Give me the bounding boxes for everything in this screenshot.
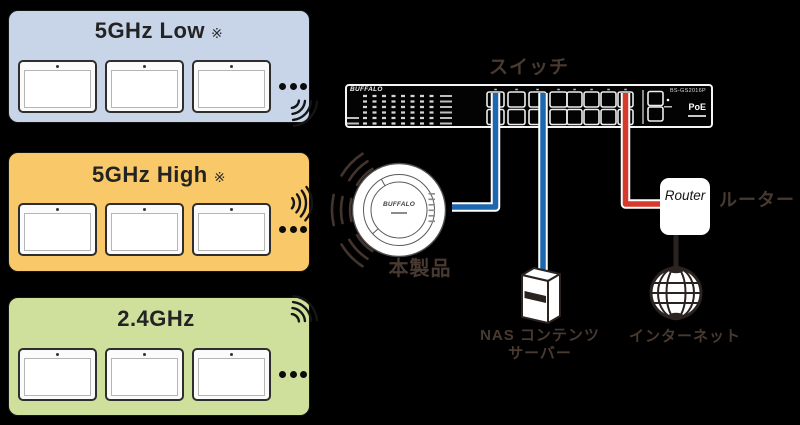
group-title: 5GHz High ※	[9, 162, 309, 190]
nas-label: NAS コンテンツ サーバー	[470, 327, 610, 362]
group-title-text: 5GHz High	[92, 162, 208, 187]
switch-port-group-2	[566, 91, 634, 126]
camera-dot	[230, 207, 233, 211]
tablet-row	[9, 60, 309, 113]
internet-label: インターネット	[628, 328, 741, 345]
client-group-5ghz-low: 5GHz Low ※	[8, 10, 310, 123]
tablet-screen	[198, 213, 265, 251]
internet-globe-icon	[649, 265, 703, 321]
camera-dot	[143, 352, 146, 356]
more-devices-ellipsis	[279, 371, 309, 378]
ap-ring-seam	[380, 179, 386, 187]
tablet-device	[18, 348, 97, 401]
ap-subtext-bar	[391, 212, 407, 214]
tablet-device	[18, 60, 97, 113]
router-label: ルーター	[719, 190, 795, 210]
camera-dot	[56, 352, 59, 356]
group-title: 2.4GHz	[9, 306, 309, 334]
tablet-screen	[111, 70, 178, 108]
camera-dot	[56, 64, 59, 68]
lan-cable-ap	[452, 93, 501, 212]
more-devices-ellipsis	[279, 83, 309, 90]
switch-poe-badge: PoE	[688, 102, 706, 112]
ap-ring-seam	[372, 228, 379, 235]
tablet-screen	[24, 213, 91, 251]
tablet-screen	[111, 213, 178, 251]
wifi-waves-icon	[338, 224, 383, 269]
tablet-device	[192, 348, 271, 401]
nas-label-line2: サーバー	[508, 344, 572, 362]
camera-dot	[230, 64, 233, 68]
switch-reset-dot	[666, 98, 670, 102]
tablet-screen	[198, 70, 265, 108]
tablet-row	[9, 348, 309, 401]
camera-dot	[230, 352, 233, 356]
tablet-device	[105, 348, 184, 401]
tablet-device	[105, 203, 184, 256]
tablet-screen	[111, 358, 178, 396]
cables	[452, 93, 666, 276]
tablet-device	[192, 203, 271, 256]
router-device-text: Router	[664, 188, 706, 203]
group-title-note: ※	[211, 25, 224, 41]
nas-illustration	[521, 267, 561, 324]
wifi-waves-icon	[330, 193, 362, 227]
tablet-device	[18, 203, 97, 256]
switch-led-labels	[347, 95, 452, 125]
more-devices-ellipsis	[279, 226, 309, 233]
ap-brand-logo: BUFFALO	[382, 201, 416, 208]
router-illustration	[660, 178, 710, 235]
wifi-waves-icon	[338, 151, 383, 196]
tablet-device	[105, 60, 184, 113]
switch-subtext-bar	[688, 115, 706, 117]
camera-dot	[56, 207, 59, 211]
switch-label: スイッチ	[488, 57, 569, 78]
switch-brand-logo: BUFFALO	[350, 86, 383, 93]
product-label: 本製品	[388, 258, 452, 280]
group-title-text: 2.4GHz	[117, 306, 195, 331]
access-point-illustration	[351, 162, 447, 258]
camera-dot	[143, 207, 146, 211]
client-group-5ghz-high: 5GHz High ※	[8, 152, 310, 272]
nas-drive-stripe	[524, 291, 546, 303]
tablet-screen	[24, 358, 91, 396]
group-title-text: 5GHz Low	[94, 18, 206, 43]
switch-model-text: BS-GS2016P	[669, 88, 706, 94]
tablet-device	[192, 60, 271, 113]
ap-led-ticks	[428, 193, 435, 223]
tablet-screen	[24, 70, 91, 108]
group-title-note: ※	[213, 169, 226, 185]
client-group-24ghz: 2.4GHz	[8, 297, 310, 416]
nas-label-line1: NAS コンテンツ	[480, 327, 600, 344]
tablet-screen	[198, 358, 265, 396]
tablet-row	[9, 203, 309, 256]
camera-dot	[143, 64, 146, 68]
group-title: 5GHz Low ※	[9, 18, 309, 46]
switch-led-rows	[363, 94, 437, 125]
switch-port-group-1	[486, 91, 568, 126]
